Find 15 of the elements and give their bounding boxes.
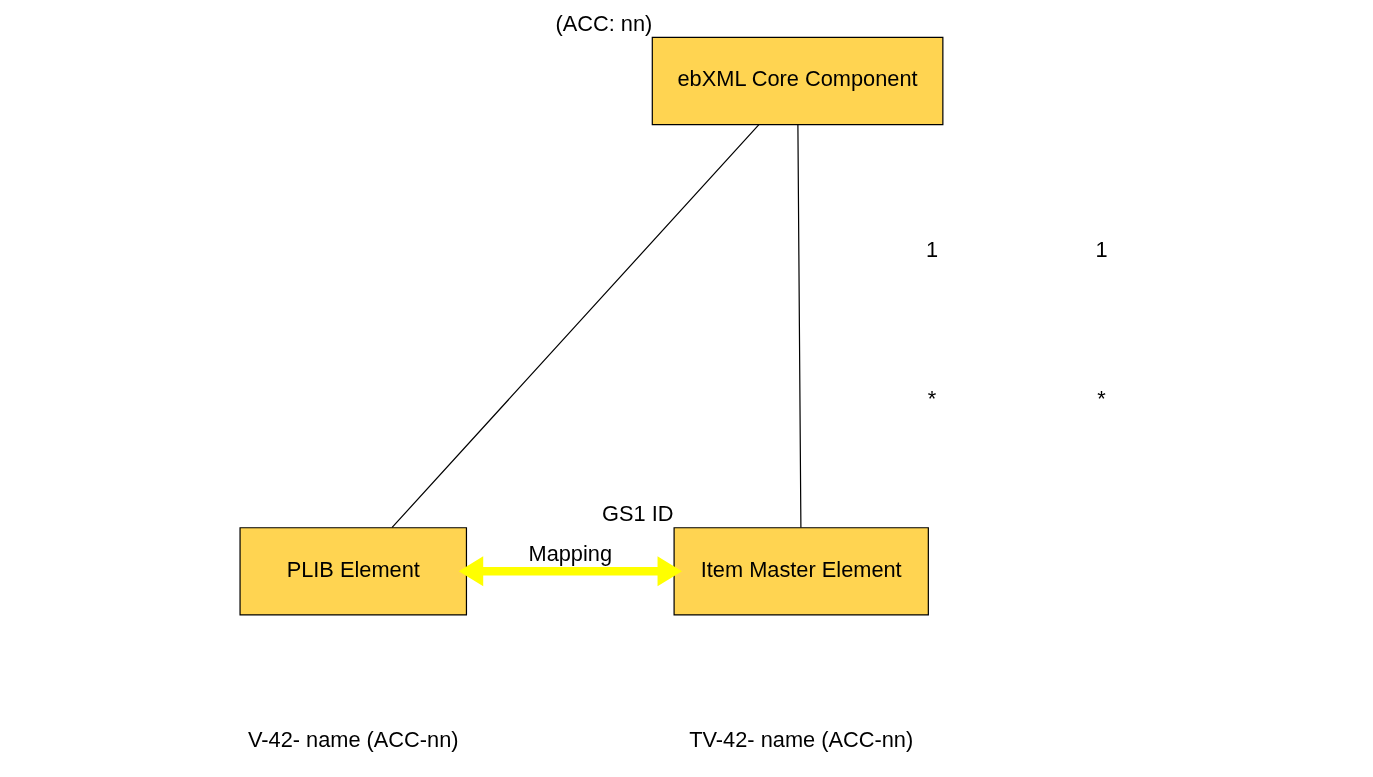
edge-label: Mapping (528, 540, 613, 566)
connector (797, 124, 802, 529)
label: 1 (1095, 237, 1108, 263)
label: 1 (925, 237, 939, 263)
node-label: GS1 ID (602, 500, 674, 526)
node-box: ebXML Core Component (651, 36, 944, 126)
connector (391, 124, 760, 529)
label: V-42- name (ACC-nn) (247, 727, 459, 753)
node-box: Item Master Element (673, 527, 929, 616)
label: TV-42- name (ACC-nn) (689, 727, 914, 753)
label: * (1097, 385, 1106, 411)
arrow (458, 556, 682, 587)
label: * (927, 385, 937, 411)
node-box: PLIB Element (239, 527, 468, 616)
node-label: (ACC: nn) (555, 10, 653, 36)
